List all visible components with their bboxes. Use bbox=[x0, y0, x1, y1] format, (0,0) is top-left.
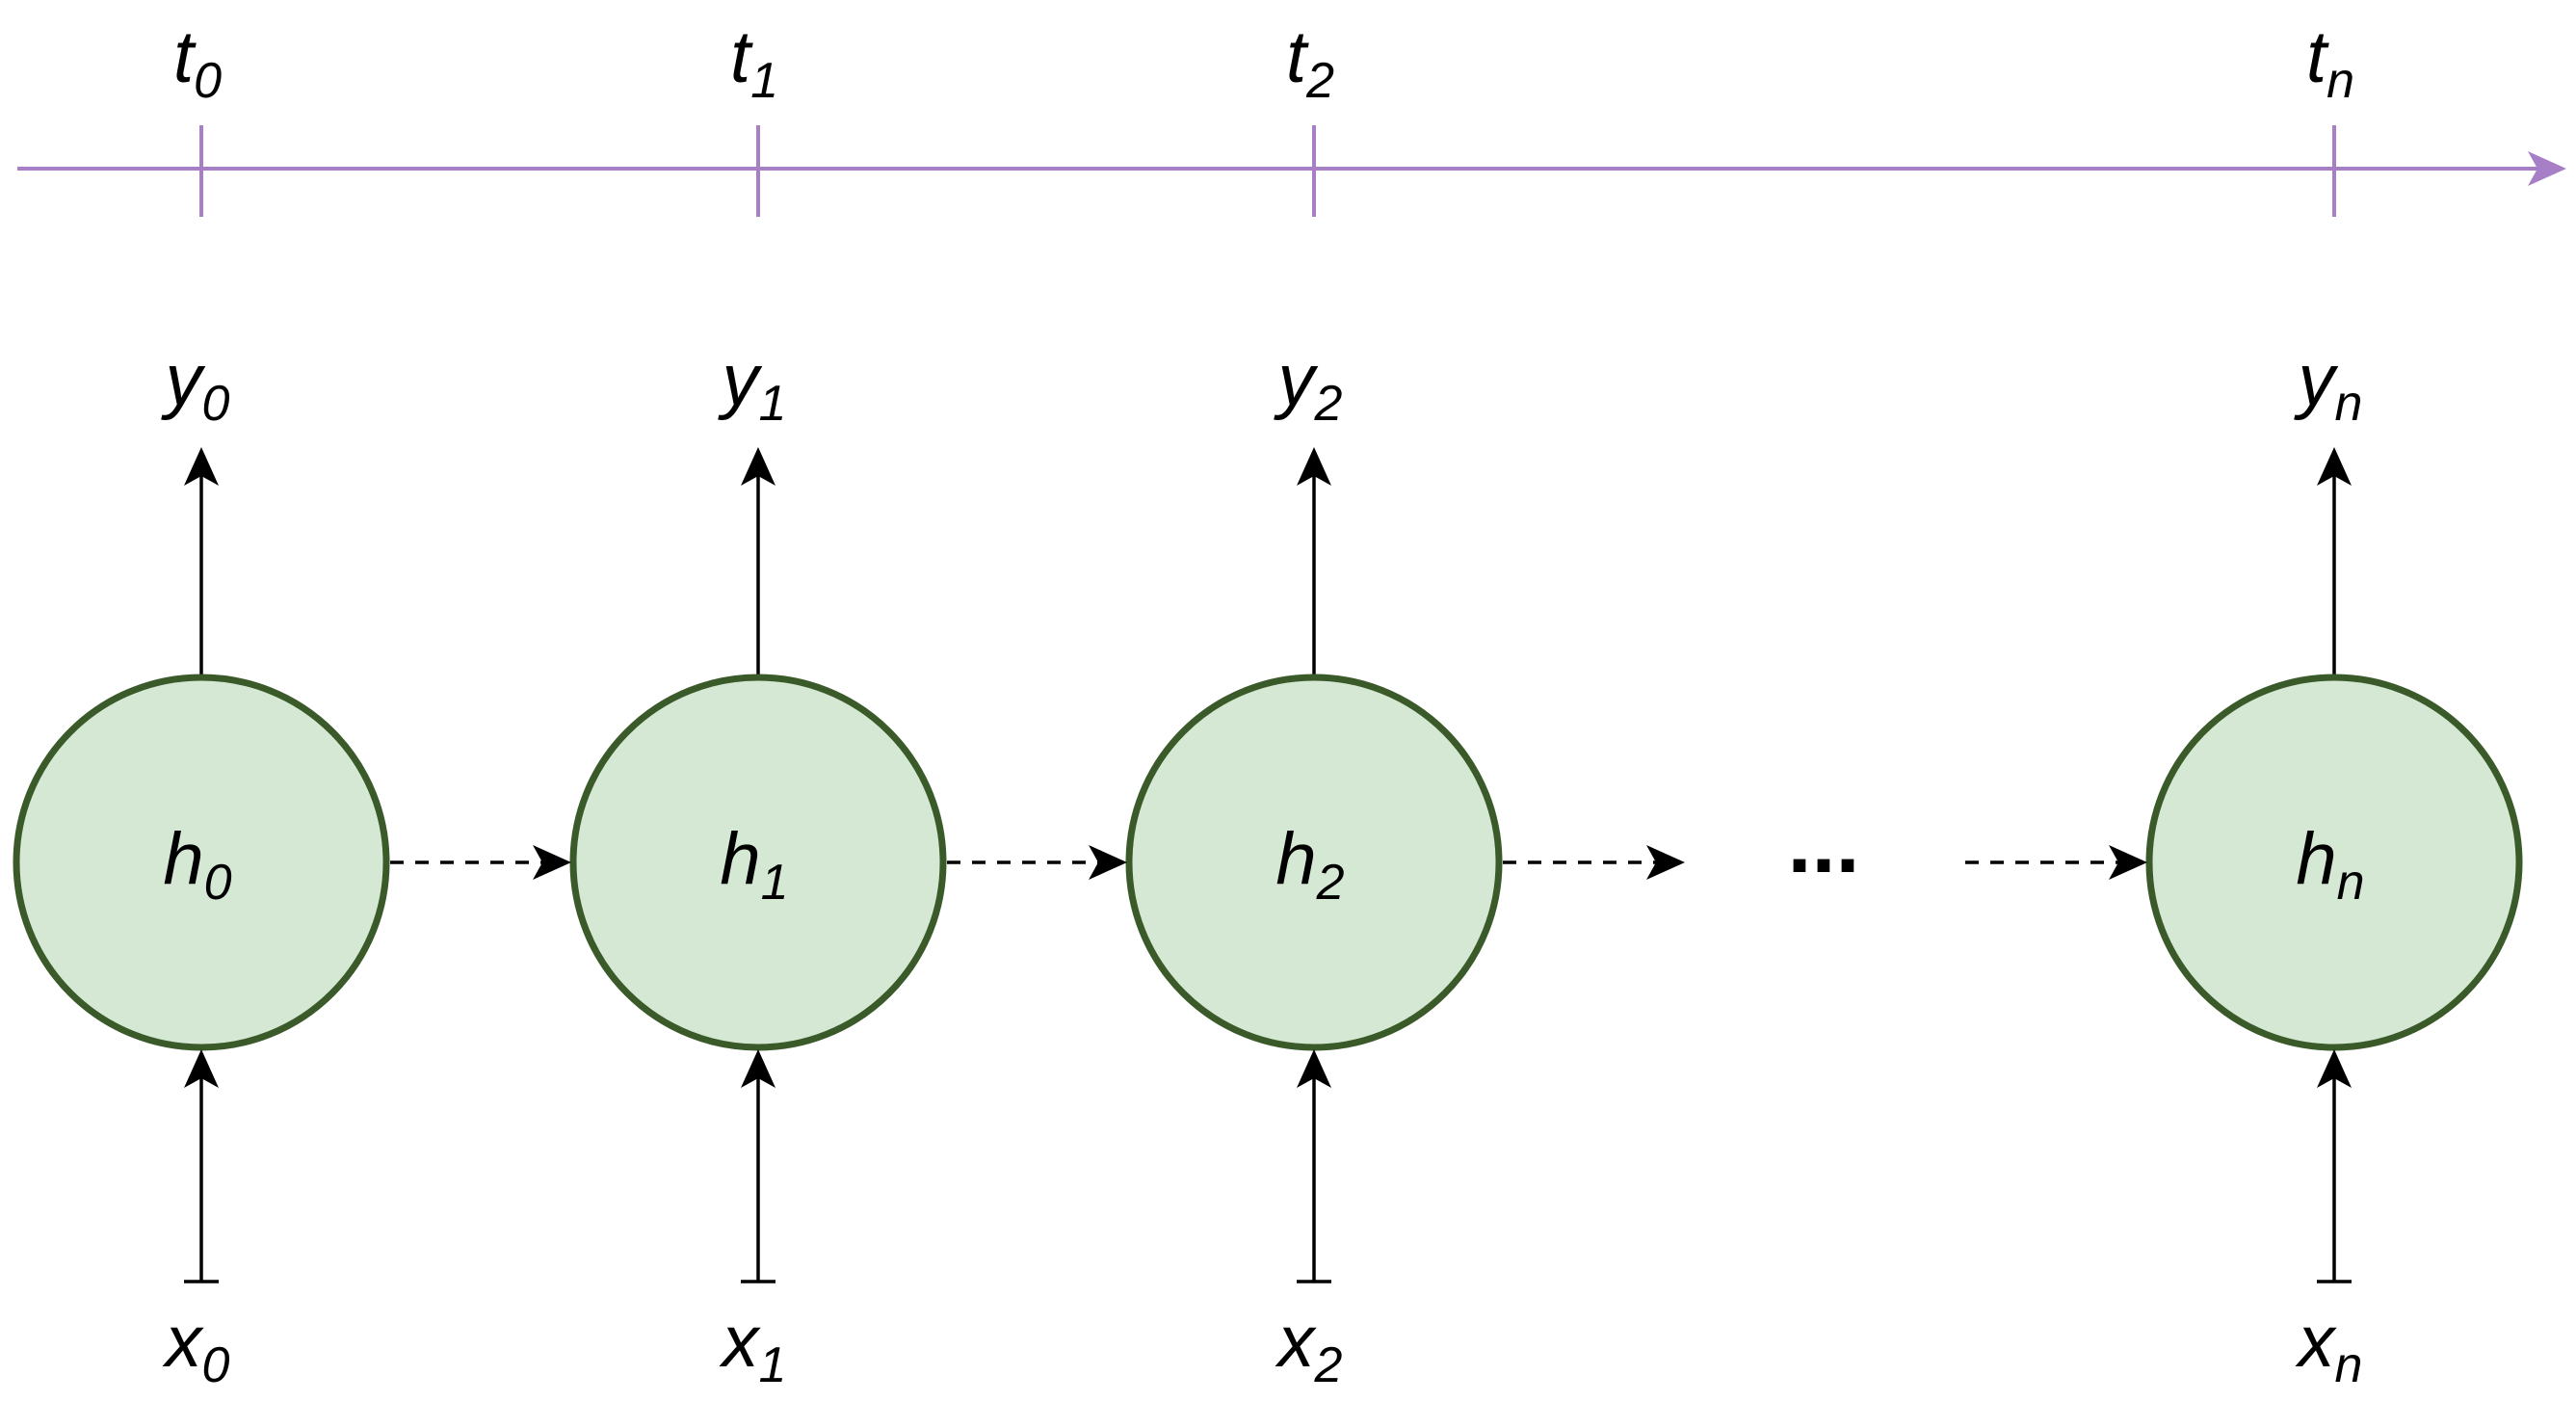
hidden-state-label: hn bbox=[2296, 818, 2364, 911]
input-label: x1 bbox=[719, 1301, 787, 1393]
hidden-state-label-subscript: 0 bbox=[204, 855, 232, 911]
output-label-base: y bbox=[161, 339, 206, 421]
output-label-subscript: n bbox=[2335, 376, 2363, 432]
input-label-base: x bbox=[719, 1301, 762, 1383]
input-label-subscript: 1 bbox=[759, 1337, 787, 1393]
output-label-subscript: 1 bbox=[759, 376, 787, 432]
hidden-state-label-base: h bbox=[2296, 818, 2336, 900]
time-label: t1 bbox=[730, 16, 778, 109]
input-label: x2 bbox=[1275, 1301, 1343, 1393]
time-label-base: t bbox=[2306, 16, 2329, 98]
hidden-state-label-base: h bbox=[163, 818, 203, 900]
hidden-state-label: h1 bbox=[720, 818, 788, 911]
input-label-base: x bbox=[1275, 1301, 1318, 1383]
time-label-base: t bbox=[173, 16, 197, 98]
hidden-state-label-subscript: n bbox=[2337, 855, 2365, 911]
output-label: y0 bbox=[161, 339, 230, 432]
hidden-state-node bbox=[2145, 674, 2523, 1051]
time-label-base: t bbox=[1286, 16, 1309, 98]
hidden-state-label-subscript: 2 bbox=[1316, 855, 1345, 911]
hidden-state-label-base: h bbox=[720, 818, 760, 900]
time-label: t2 bbox=[1286, 16, 1334, 109]
ellipsis-dots: ... bbox=[1787, 795, 1859, 891]
hidden-state-label-base: h bbox=[1275, 818, 1316, 900]
input-label: x0 bbox=[162, 1301, 230, 1393]
input-label-subscript: 0 bbox=[202, 1337, 230, 1393]
time-label-subscript: 0 bbox=[194, 53, 222, 109]
time-label: t0 bbox=[173, 16, 222, 109]
input-label-base: x bbox=[2295, 1301, 2338, 1383]
time-label-subscript: 2 bbox=[1305, 53, 1334, 109]
output-label: y2 bbox=[1274, 339, 1343, 432]
time-label: tn bbox=[2306, 16, 2354, 109]
output-label-base: y bbox=[1274, 339, 1319, 421]
input-label-subscript: 2 bbox=[1314, 1337, 1343, 1393]
output-label-subscript: 0 bbox=[202, 376, 230, 432]
output-label: y1 bbox=[718, 339, 787, 432]
time-label-subscript: n bbox=[2326, 53, 2354, 109]
output-label: yn bbox=[2294, 339, 2363, 432]
hidden-state-node bbox=[1125, 674, 1503, 1051]
hidden-state-label: h0 bbox=[163, 818, 231, 911]
hidden-state-node bbox=[13, 674, 390, 1051]
output-label-base: y bbox=[718, 339, 763, 421]
output-label-subscript: 2 bbox=[1314, 376, 1343, 432]
input-label-subscript: n bbox=[2335, 1337, 2363, 1393]
hidden-state-label-subscript: 1 bbox=[761, 855, 789, 911]
time-label-base: t bbox=[730, 16, 753, 98]
time-label-subscript: 1 bbox=[750, 53, 778, 109]
hidden-state-label: h2 bbox=[1275, 818, 1344, 911]
output-label-base: y bbox=[2294, 339, 2339, 421]
input-label-base: x bbox=[162, 1301, 205, 1383]
hidden-state-node bbox=[569, 674, 947, 1051]
input-label: xn bbox=[2295, 1301, 2363, 1393]
